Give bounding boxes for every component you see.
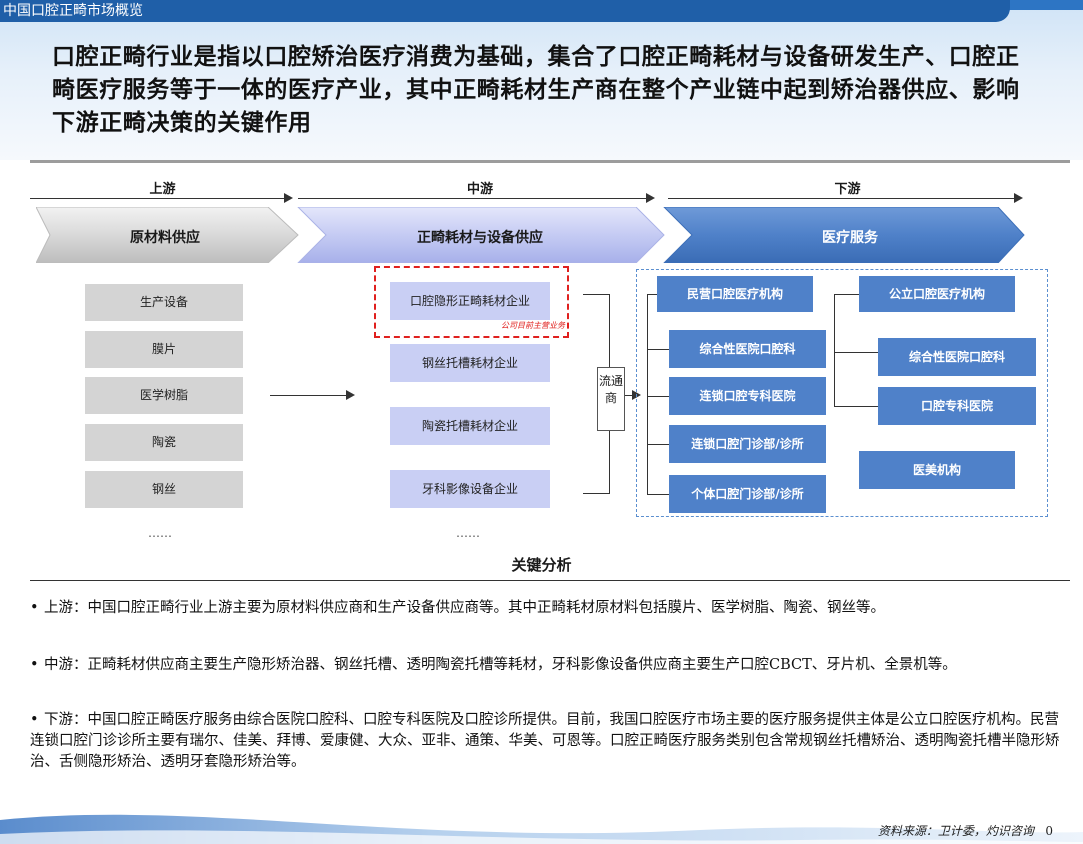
private-group-vertical-line xyxy=(647,294,648,494)
section-title: 中国口腔正畸市场概览 xyxy=(3,3,143,19)
midstream-item: 牙科影像设备企业 xyxy=(390,470,550,508)
public-item: 口腔专科医院 xyxy=(878,387,1036,425)
upstream-arrow-head-icon xyxy=(284,193,293,203)
upstream-item: 生产设备 xyxy=(85,284,243,321)
stage-label-downstream: 下游 xyxy=(834,182,861,197)
stage-label-midstream: 中游 xyxy=(466,182,493,197)
key-analysis-title: 关键分析 xyxy=(511,556,572,574)
midstream-ellipsis: …… xyxy=(456,526,480,540)
page-headline: 口腔正畸行业是指以口腔矫治医疗消费为基础，集合了口腔正畸耗材与设备研发生产、口腔… xyxy=(52,43,1020,136)
public-head-connector xyxy=(834,294,859,295)
public-item: 综合性医院口腔科 xyxy=(878,338,1036,376)
private-item-connector xyxy=(647,494,669,495)
upstream-item: 钢丝 xyxy=(85,471,243,508)
analysis-bullet-text: 中游：正畸耗材供应商主要生产隐形矫治器、钢丝托槽、透明陶瓷托槽等耗材，牙科影像设… xyxy=(44,657,957,673)
analysis-bullet-text: 上游：中国口腔正畸行业上游主要为原材料供应商和生产设备供应商等。其中正畸耗材原材… xyxy=(44,600,885,616)
analysis-bullet-downstream: •下游：中国口腔正畸医疗服务由综合医院口腔科、口腔专科医院及口腔诊所提供。目前，… xyxy=(30,710,1070,773)
private-item-connector xyxy=(647,349,669,350)
medical-beauty-box: 医美机构 xyxy=(859,451,1015,489)
chevron-midstream-label: 正畸耗材与设备供应 xyxy=(417,230,543,246)
chevron-upstream-shape xyxy=(36,207,299,263)
upstream-to-midstream-line xyxy=(270,395,350,396)
chevron-downstream-shape xyxy=(663,207,1025,263)
highlight-note: 公司目前主营业务 xyxy=(501,321,565,330)
bracket-bottom-line xyxy=(583,493,610,494)
bullet-dot-icon: • xyxy=(30,712,39,728)
stage-label-upstream: 上游 xyxy=(149,182,176,197)
distributor-out-line xyxy=(625,395,635,396)
upstream-item: 医学树脂 xyxy=(85,377,243,414)
footer-wave-decoration xyxy=(0,814,1083,844)
distributor-box: 流通商 xyxy=(597,367,625,431)
midstream-arrow-line xyxy=(298,198,648,199)
page-number: 0 xyxy=(1045,824,1053,838)
public-item-connector xyxy=(834,352,878,353)
private-item: 个体口腔门诊部/诊所 xyxy=(669,475,826,513)
chevron-downstream-label: 医疗服务 xyxy=(822,230,878,246)
downstream-arrow-line xyxy=(668,198,1016,199)
header-background xyxy=(0,0,1083,160)
private-institution-head: 民营口腔医疗机构 xyxy=(657,276,813,312)
midstream-item: 钢丝托槽耗材企业 xyxy=(390,344,550,382)
header-bar xyxy=(0,0,1010,22)
source-note: 资料来源：卫计委，灼识咨询 0 xyxy=(878,822,1053,839)
private-item-connector xyxy=(647,444,669,445)
midstream-item: 陶瓷托槽耗材企业 xyxy=(390,407,550,445)
upstream-item: 膜片 xyxy=(85,331,243,368)
private-item: 综合性医院口腔科 xyxy=(669,330,826,368)
analysis-bullet-midstream: • 中游：正畸耗材供应商主要生产隐形矫治器、钢丝托槽、透明陶瓷托槽等耗材，牙科影像… xyxy=(30,655,1070,676)
public-group-vertical-line xyxy=(834,294,835,406)
private-item-connector xyxy=(647,396,669,397)
bullet-dot-icon: • xyxy=(30,657,39,673)
chevron-midstream-shape xyxy=(297,207,665,263)
key-analysis-separator xyxy=(30,580,1070,581)
private-item: 连锁口腔专科医院 xyxy=(669,377,826,415)
header-separator xyxy=(30,160,1070,163)
bracket-top-line xyxy=(583,294,610,295)
private-head-connector xyxy=(647,294,657,295)
upstream-to-midstream-arrow-icon xyxy=(346,390,355,400)
chevron-row xyxy=(36,207,1025,263)
bullet-dot-icon: • xyxy=(30,600,39,616)
private-item: 连锁口腔门诊部/诊所 xyxy=(669,425,826,463)
downstream-arrow-head-icon xyxy=(1014,193,1023,203)
public-institution-head: 公立口腔医疗机构 xyxy=(859,276,1015,312)
chevron-upstream-label: 原材料供应 xyxy=(130,230,200,246)
upstream-ellipsis: …… xyxy=(148,526,172,540)
analysis-bullet-text: 下游：中国口腔正畸医疗服务由综合医院口腔科、口腔专科医院及口腔诊所提供。目前，我… xyxy=(30,712,1060,770)
highlight-dashed-frame xyxy=(374,266,569,338)
upstream-item: 陶瓷 xyxy=(85,424,243,461)
midstream-item-clear-aligner: 口腔隐形正畸耗材企业 xyxy=(390,282,550,320)
downstream-dashed-frame xyxy=(636,269,1048,517)
header-bar-accent xyxy=(990,0,1083,10)
upstream-arrow-line xyxy=(30,198,286,199)
public-item-connector xyxy=(834,406,878,407)
midstream-arrow-head-icon xyxy=(646,193,655,203)
source-text: 资料来源：卫计委，灼识咨询 xyxy=(877,824,1034,838)
analysis-bullet-upstream: • 上游：中国口腔正畸行业上游主要为原材料供应商和生产设备供应商等。其中正畸耗材原… xyxy=(30,598,1070,619)
